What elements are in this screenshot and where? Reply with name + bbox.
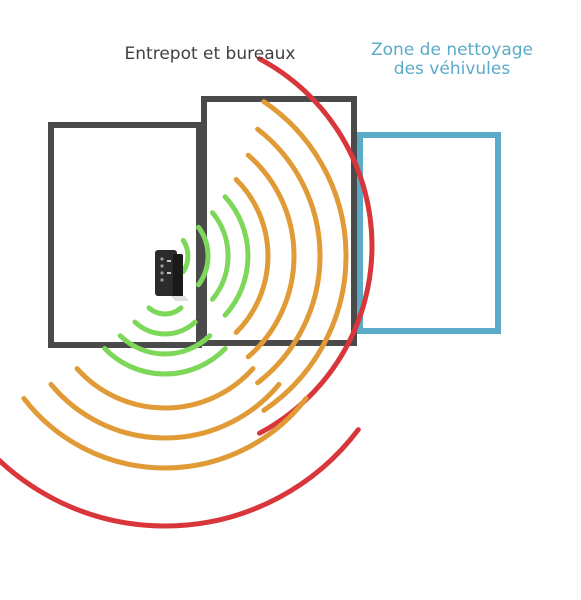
wifi-router-icon [155,250,189,301]
warehouse-left-building [48,122,202,348]
signal-arc-down-strong-2 [117,333,213,357]
cleaning-zone-label: Zone de nettoyage des véhivules [352,41,552,79]
signal-arc-right-weak-0 [257,56,375,436]
signal-arc-down-medium-2 [21,396,309,471]
signal-arc-down-strong-1 [132,319,198,337]
signal-arc-down-medium-1 [48,381,282,441]
warehouse-label: Entrepot et bureaux [124,44,296,64]
signal-arc-right-strong-0 [180,237,191,275]
signal-arc-right-medium-1 [245,152,297,360]
signal-arcs-right [180,56,375,436]
signal-arc-down-strong-0 [146,305,184,317]
signal-arc-right-medium-2 [255,126,323,386]
signal-arc-down-strong-3 [102,346,228,377]
signal-arc-right-strong-3 [222,194,251,318]
signal-arc-right-strong-1 [196,224,211,288]
signal-arc-right-medium-3 [261,99,349,413]
signal-arc-down-weak-0 [0,427,361,529]
signal-arcs-down [0,305,361,529]
signal-arc-right-strong-2 [210,210,231,302]
warehouse-right-building [201,96,357,346]
signal-arc-right-medium-0 [233,177,271,335]
cleaning-zone-building [357,132,501,334]
signal-arc-down-medium-0 [74,366,256,411]
cleaning-zone-label-line1: Zone de nettoyage [370,40,534,60]
cleaning-zone-label-line2: des véhivules [393,59,511,79]
